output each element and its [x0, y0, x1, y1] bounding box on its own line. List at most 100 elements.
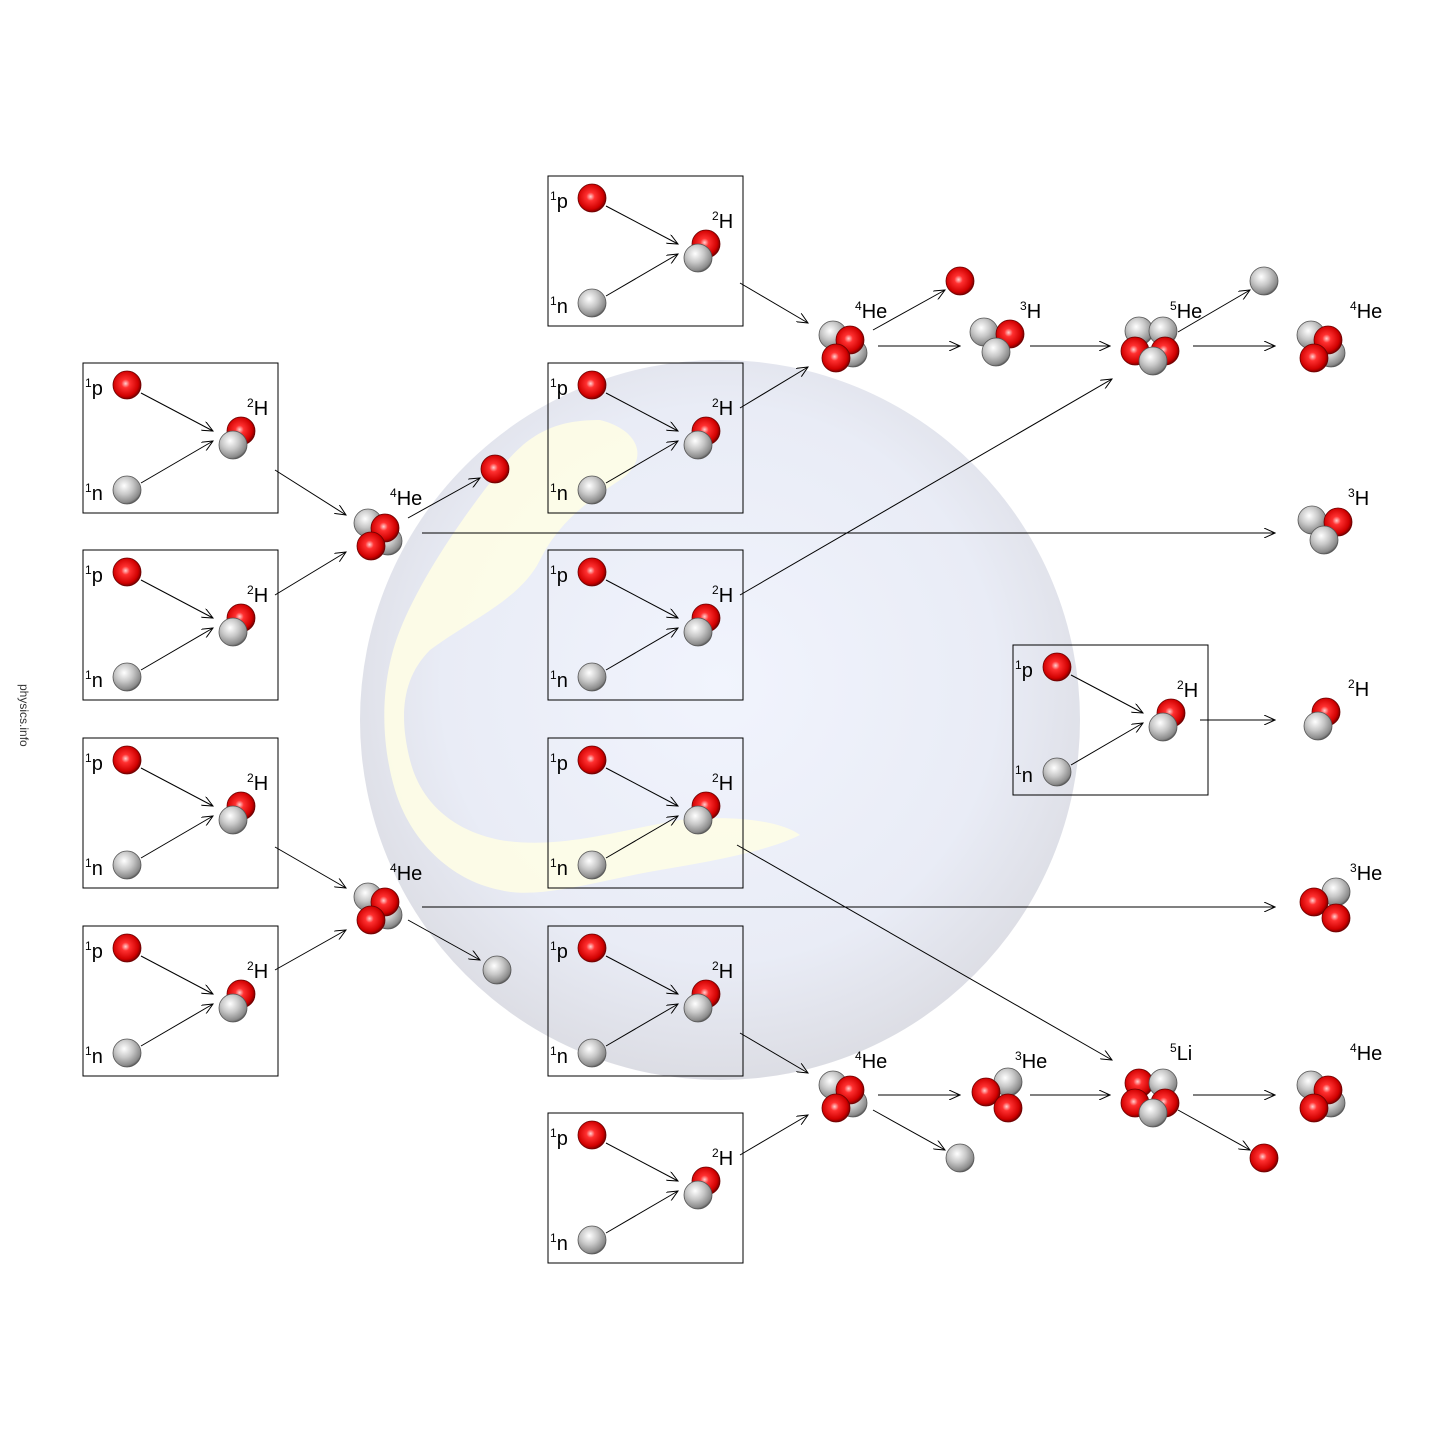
- reaction-arrow: [274, 930, 346, 971]
- proton-sphere: [112, 557, 142, 587]
- reaction-arrow: [407, 919, 480, 960]
- element-symbol: n: [92, 483, 103, 505]
- element-symbol: p: [557, 941, 568, 963]
- element-symbol: He: [1177, 301, 1203, 323]
- proton-label: 1p: [1015, 658, 1033, 682]
- proton-sphere: [945, 266, 975, 296]
- mass-number: 2: [712, 771, 719, 785]
- neutron-sphere: [1148, 712, 1178, 742]
- proton-sphere: [577, 933, 607, 963]
- mass-number: 1: [550, 481, 557, 495]
- element-symbol: p: [557, 565, 568, 587]
- mass-number: 4: [855, 299, 862, 313]
- reaction-arrow: [140, 392, 213, 431]
- reaction-arrow: [140, 955, 213, 994]
- neutron-label: 1n: [1015, 763, 1033, 787]
- neutron-sphere: [981, 337, 1011, 367]
- reaction-arrow: [736, 844, 1112, 1060]
- proton-label: 1p: [85, 939, 103, 963]
- reaction-arrow: [872, 290, 945, 331]
- mass-number: 3: [1348, 486, 1355, 500]
- neutron-sphere: [1249, 266, 1279, 296]
- mass-number: 4: [1350, 1041, 1357, 1055]
- reaction-arrow: [739, 282, 808, 323]
- element-symbol: n: [557, 483, 568, 505]
- neutron-label: 1n: [550, 481, 568, 505]
- element-symbol: H: [254, 585, 268, 607]
- neutron-sphere: [577, 1225, 607, 1255]
- mass-number: 1: [85, 376, 92, 390]
- deuterium-formation-box: [547, 362, 744, 514]
- mass-number: 3: [1020, 299, 1027, 313]
- proton-label: 1p: [550, 939, 568, 963]
- element-symbol: n: [557, 1046, 568, 1068]
- deuterium-label: 2H: [247, 396, 268, 420]
- proton-label: 1p: [550, 563, 568, 587]
- neutron-label: 1n: [550, 294, 568, 318]
- reaction-arrow: [739, 367, 808, 409]
- proton-sphere: [577, 183, 607, 213]
- reaction-arrow: [274, 469, 346, 515]
- proton-sphere: [112, 370, 142, 400]
- neutron-sphere: [1309, 525, 1339, 555]
- proton-sphere: [1299, 1093, 1329, 1123]
- neutron-sphere: [577, 475, 607, 505]
- deuterium-label: 2H: [712, 959, 733, 983]
- continent-shape: [384, 420, 800, 893]
- element-symbol: He: [1357, 1043, 1383, 1065]
- proton-sphere: [1321, 903, 1351, 933]
- neutron-sphere: [1303, 711, 1333, 741]
- mass-number: 2: [247, 396, 254, 410]
- reaction-arrow: [140, 816, 213, 859]
- reaction-arrow: [140, 1004, 213, 1047]
- element-symbol: H: [719, 211, 733, 233]
- proton-label: 1p: [85, 563, 103, 587]
- reaction-arrow: [739, 1032, 808, 1073]
- neutron-sphere: [218, 993, 248, 1023]
- proton-sphere: [112, 933, 142, 963]
- reaction-arrow: [605, 1142, 678, 1181]
- mass-number: 1: [1015, 658, 1022, 672]
- proton-sphere: [821, 1093, 851, 1123]
- neutron-sphere: [1138, 1098, 1168, 1128]
- element-symbol: H: [1184, 680, 1198, 702]
- mass-number: 2: [247, 583, 254, 597]
- proton-sphere: [480, 454, 510, 484]
- mass-number: 1: [550, 376, 557, 390]
- element-symbol: H: [719, 773, 733, 795]
- mass-number: 1: [550, 856, 557, 870]
- deuterium-formation-box: [547, 175, 744, 327]
- helium-3-label: 3He: [1350, 861, 1382, 885]
- mass-number: 4: [855, 1049, 862, 1063]
- particles-layer: [112, 183, 1353, 1255]
- proton-sphere: [356, 905, 386, 935]
- element-symbol: n: [92, 670, 103, 692]
- helium-4-label: 4He: [855, 1049, 887, 1073]
- arrows-layer: [140, 205, 1275, 1234]
- deuterium-formation-box: [82, 362, 279, 514]
- reaction-arrow: [140, 767, 213, 806]
- reaction-arrow: [605, 392, 678, 431]
- reaction-arrow: [1177, 290, 1250, 333]
- element-symbol: He: [862, 1051, 888, 1073]
- mass-number: 5: [1170, 1041, 1177, 1055]
- element-symbol: He: [1357, 863, 1383, 885]
- reaction-arrow: [605, 816, 678, 859]
- proton-sphere: [577, 370, 607, 400]
- neutron-label: 1n: [85, 1044, 103, 1068]
- neutron-sphere: [482, 955, 512, 985]
- neutron-label: 1n: [550, 856, 568, 880]
- element-symbol: H: [719, 398, 733, 420]
- labels-layer: 1p1n2H1p1n2H1p1n2H1p1n2H1p1n2H1p1n2H1p1n…: [85, 189, 1382, 1255]
- reaction-arrow: [739, 379, 1112, 596]
- element-symbol: p: [92, 753, 103, 775]
- mass-number: 1: [85, 856, 92, 870]
- neutron-sphere: [683, 1180, 713, 1210]
- element-symbol: H: [1355, 679, 1369, 701]
- reaction-arrow: [605, 767, 678, 806]
- mass-number: 1: [550, 939, 557, 953]
- watermark-text: physics.info: [17, 684, 31, 747]
- element-symbol: p: [92, 941, 103, 963]
- element-symbol: Li: [1177, 1043, 1193, 1065]
- neutron-label: 1n: [550, 1231, 568, 1255]
